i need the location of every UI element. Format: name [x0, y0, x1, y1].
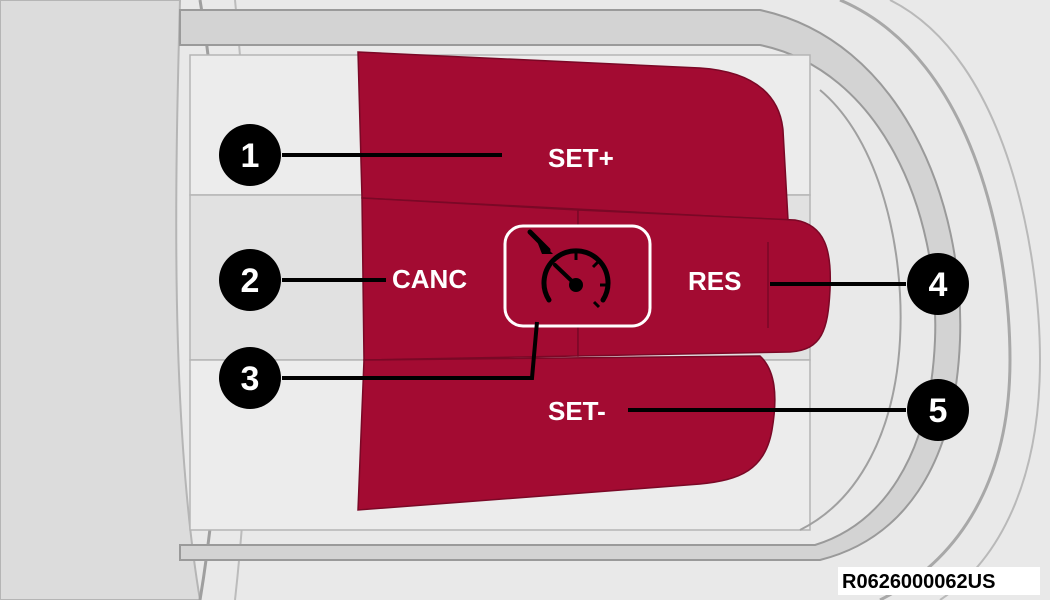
set-minus-button[interactable]: SET-	[357, 355, 776, 511]
set-minus-label: SET-	[548, 396, 606, 426]
callout-2: 2	[219, 249, 281, 311]
callout-number-3: 3	[241, 360, 260, 398]
leader-line-3	[282, 321, 539, 380]
callout-number-2: 2	[241, 262, 260, 300]
figure-reference-code: R0626000062US	[838, 567, 1040, 595]
callout-5: 5	[907, 379, 969, 441]
callout-number-5: 5	[929, 392, 948, 430]
set-plus-button[interactable]: SET+	[357, 51, 789, 221]
callout-number-4: 4	[929, 266, 948, 304]
figure-reference-text: R0626000062US	[842, 571, 995, 593]
callout-3: 3	[219, 347, 281, 409]
callout-4: 4	[907, 253, 969, 315]
canc-label: CANC	[392, 264, 467, 294]
cruise-control-speedometer-icon	[527, 229, 611, 309]
callout-leader-lines	[282, 153, 906, 412]
set-plus-label: SET+	[548, 143, 614, 173]
callout-1: 1	[219, 124, 281, 186]
res-label: RES	[688, 266, 741, 296]
callout-number-1: 1	[241, 137, 260, 175]
cruise-control-button[interactable]	[503, 224, 652, 328]
